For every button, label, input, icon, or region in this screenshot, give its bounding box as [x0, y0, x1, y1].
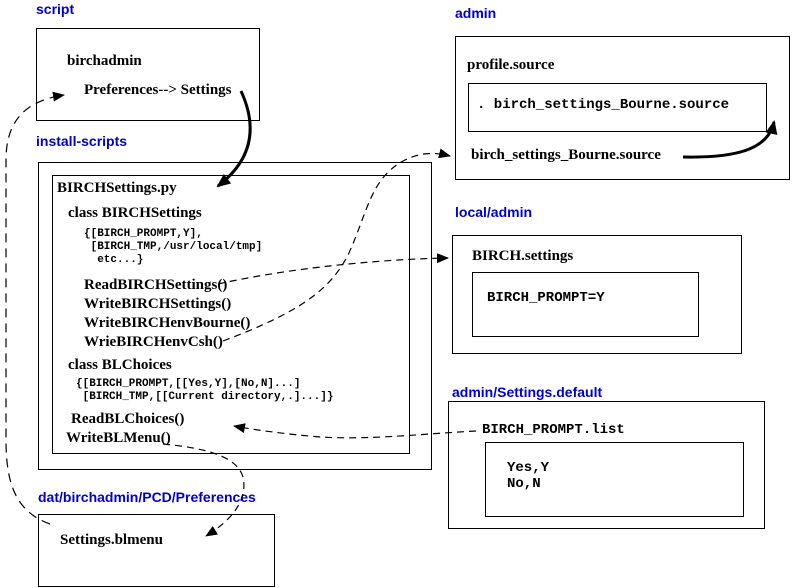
section-label-install-scripts: install-scripts — [36, 133, 128, 149]
method-wrie-birchenv-csh: WrieBIRCHenvCsh() — [84, 334, 223, 350]
file-birch-settings: BIRCH.settings — [472, 248, 574, 264]
birch-prompt-value: BIRCH_PROMPT=Y — [487, 290, 605, 306]
file-birchsettings-py: BIRCHSettings.py — [57, 180, 177, 196]
section-label-settings-default: admin/Settings.default — [452, 384, 603, 400]
file-settings-blmenu: Settings.blmenu — [60, 532, 163, 548]
file-birch-settings-bourne-source: birch_settings_Bourne.source — [471, 147, 661, 163]
method-write-birchenv-bourne: WriteBIRCHenvBourne() — [84, 315, 251, 331]
profile-source-content: . birch_settings_Bourne.source — [477, 97, 730, 113]
method-read-birch-settings: ReadBIRCHSettings() — [84, 277, 228, 293]
section-label-local-admin: local/admin — [455, 204, 533, 220]
settings-default-box — [448, 401, 765, 529]
section-label-admin: admin — [455, 5, 497, 21]
class-birchsettings: class BIRCHSettings — [68, 205, 202, 221]
method-write-birch-settings: WriteBIRCHSettings() — [84, 296, 232, 312]
file-profile-source: profile.source — [467, 57, 555, 73]
class-blchoices-dict: {[BIRCH_PROMPT,[[Yes,Y],[No,N]...] [BIRC… — [76, 378, 334, 403]
script-box — [36, 28, 260, 121]
admin-box — [455, 36, 790, 180]
program-name-birchadmin: birchadmin — [67, 53, 142, 69]
birch-settings-content-box — [472, 272, 699, 337]
class-birchsettings-dict: {[BIRCH_PROMPT,Y], [BIRCH_TMP,/usr/local… — [84, 228, 263, 266]
dat-preferences-box — [38, 514, 275, 587]
menu-path-preferences-settings: Preferences--> Settings — [84, 82, 232, 98]
local-admin-box — [452, 235, 742, 354]
profile-source-content-box — [468, 83, 767, 132]
birch-prompt-list-content-box — [485, 442, 744, 517]
method-read-blchoices: ReadBLChoices() — [71, 411, 185, 427]
prompt-list-yes: Yes,Y — [507, 460, 550, 476]
section-label-script: script — [36, 1, 75, 17]
section-label-dat-preferences: dat/birchadmin/PCD/Preferences — [38, 489, 256, 505]
file-birch-prompt-list: BIRCH_PROMPT.list — [482, 422, 625, 438]
class-blchoices: class BLChoices — [68, 357, 172, 373]
prompt-list-no: No,N — [507, 476, 541, 492]
method-write-blmenu: WriteBLMenu() — [66, 430, 171, 446]
